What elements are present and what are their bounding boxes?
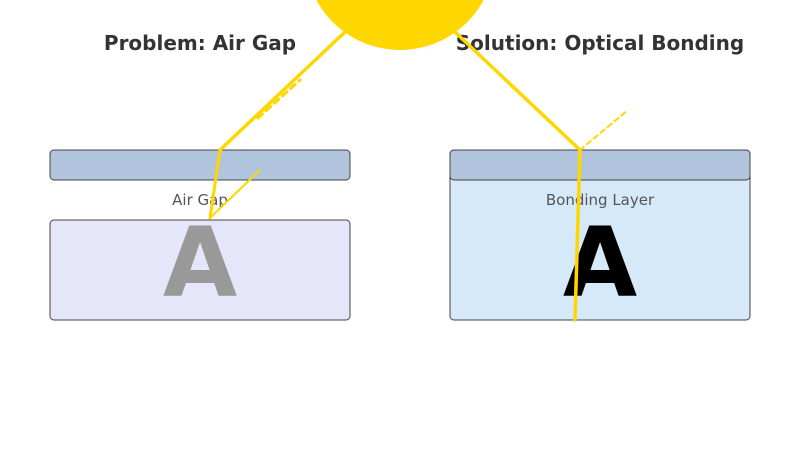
bonded-transmitted-ray: [573, 148, 582, 322]
bonded-incoming-ray: [453, 30, 582, 152]
air-gap-incoming-ray: [218, 30, 347, 152]
air-gap-reflection-ray: [256, 78, 302, 120]
air-gap-title: Problem: Air Gap: [104, 31, 296, 55]
air-gap-refracted-ray: [208, 148, 222, 220]
bonded-cover-glass: [449, 149, 751, 181]
air-gap-panel: Problem: Air Gap A Air Gap: [49, 30, 351, 321]
optical-bonding-title: Solution: Optical Bonding: [456, 31, 744, 55]
air-gap-scatter-ray: [209, 169, 261, 219]
bonded-reflection-ray: [579, 109, 629, 151]
air-gap-washed-out-letter: A: [163, 207, 237, 319]
bonding-layer-label: Bonding Layer: [546, 191, 655, 209]
optical-bonding-panel: Solution: Optical Bonding Bonding Layer …: [449, 30, 751, 322]
air-gap-cover-glass: [49, 149, 351, 181]
air-gap-label: Air Gap: [172, 191, 228, 209]
sun-icon: [316, 0, 484, 50]
air-gap-display-panel: [49, 219, 351, 321]
